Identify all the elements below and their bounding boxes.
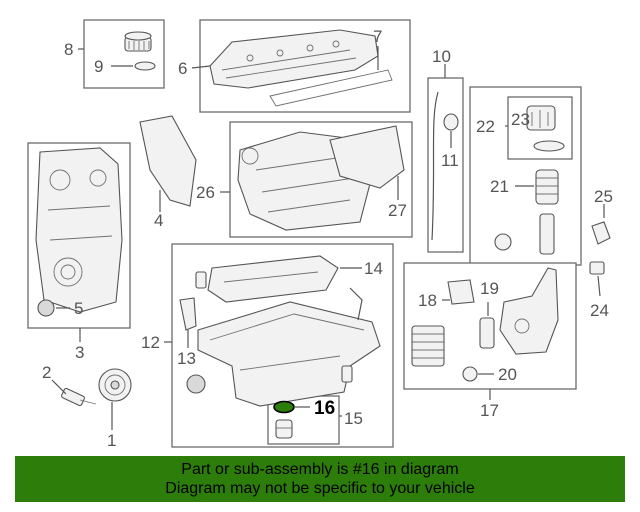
pickup-tube bbox=[349, 287, 363, 321]
dipstick-tube-seal bbox=[443, 113, 459, 131]
oil-filter-element bbox=[535, 169, 559, 205]
oil-filter-adapter bbox=[499, 267, 559, 355]
callout-6[interactable]: 6 bbox=[178, 59, 187, 78]
oil-pan bbox=[197, 301, 381, 407]
callout-10[interactable]: 10 bbox=[432, 47, 451, 66]
callout-14[interactable]: 14 bbox=[364, 259, 383, 278]
callout-17[interactable]: 17 bbox=[480, 401, 499, 420]
oil-cooler-gasket bbox=[447, 279, 475, 305]
oil-pan-baffle bbox=[207, 255, 339, 303]
oil-pressure-sensor bbox=[589, 261, 605, 275]
callout-5[interactable]: 5 bbox=[74, 299, 83, 318]
callout-11[interactable]: 11 bbox=[441, 151, 459, 170]
oil-dipstick bbox=[431, 91, 439, 241]
intake-manifold-gasket bbox=[329, 125, 405, 189]
filler-cap-seal bbox=[134, 61, 156, 71]
oil-filter-housing-parts bbox=[494, 213, 555, 255]
oil-cooler bbox=[411, 325, 445, 367]
callout-20[interactable]: 20 bbox=[498, 365, 517, 384]
callout-4[interactable]: 4 bbox=[154, 211, 163, 230]
callout-1[interactable]: 1 bbox=[107, 431, 116, 450]
oil-drain-plug bbox=[275, 419, 293, 439]
parts-diagram: 8 9 6 7 10 11 22 23 21 25 24 26 27 4 5 3… bbox=[27, 19, 613, 450]
callout-15[interactable]: 15 bbox=[344, 409, 363, 428]
leader-lines bbox=[51, 46, 605, 430]
crankshaft-bolt bbox=[61, 387, 97, 407]
oil-filter-cap-seal bbox=[533, 140, 565, 152]
crankshaft-front-seal bbox=[37, 299, 55, 317]
callout-21[interactable]: 21 bbox=[490, 177, 509, 196]
pan-stud bbox=[341, 365, 353, 383]
callout-13[interactable]: 13 bbox=[177, 349, 196, 368]
callout-26[interactable]: 26 bbox=[196, 183, 215, 202]
banner-line-1: Part or sub-assembly is #16 in diagram bbox=[181, 461, 459, 478]
oil-cooler-adapter-gasket bbox=[479, 317, 495, 349]
oil-pan-bolt bbox=[195, 271, 207, 289]
front-timing-cover bbox=[35, 147, 123, 313]
callout-24[interactable]: 24 bbox=[590, 301, 609, 320]
callout-22[interactable]: 22 bbox=[476, 117, 495, 136]
callout-16-highlighted[interactable]: 16 bbox=[314, 398, 335, 419]
callout-8[interactable]: 8 bbox=[64, 40, 73, 59]
callout-12[interactable]: 12 bbox=[141, 333, 160, 352]
callouts: 8 9 6 7 10 11 22 23 21 25 24 26 27 4 5 3… bbox=[42, 27, 613, 450]
callout-9[interactable]: 9 bbox=[94, 57, 103, 76]
callout-7[interactable]: 7 bbox=[373, 27, 382, 46]
banner-line-2: Diagram may not be specific to your vehi… bbox=[165, 480, 475, 497]
callout-19[interactable]: 19 bbox=[480, 279, 499, 298]
crankshaft-pulley bbox=[98, 368, 132, 402]
callout-3[interactable]: 3 bbox=[75, 343, 84, 362]
oil-cap-box bbox=[83, 19, 165, 89]
callout-2[interactable]: 2 bbox=[42, 363, 51, 382]
oil-pump-pickup bbox=[179, 297, 197, 331]
highlight-banner: Part or sub-assembly is #16 in diagram D… bbox=[15, 456, 625, 502]
o-ring bbox=[462, 366, 478, 382]
oil-filler-cap bbox=[124, 31, 152, 52]
callout-23[interactable]: 23 bbox=[511, 110, 530, 129]
bracket bbox=[591, 221, 611, 245]
oil-filter-cap bbox=[526, 105, 556, 131]
callout-18[interactable]: 18 bbox=[418, 291, 437, 310]
valve-cover-gasket bbox=[269, 69, 393, 107]
oil-pan-seal bbox=[186, 374, 206, 394]
callout-25[interactable]: 25 bbox=[594, 187, 613, 206]
timing-cover-gasket bbox=[139, 115, 197, 207]
callout-27[interactable]: 27 bbox=[388, 201, 407, 220]
drain-plug-gasket bbox=[273, 400, 295, 414]
